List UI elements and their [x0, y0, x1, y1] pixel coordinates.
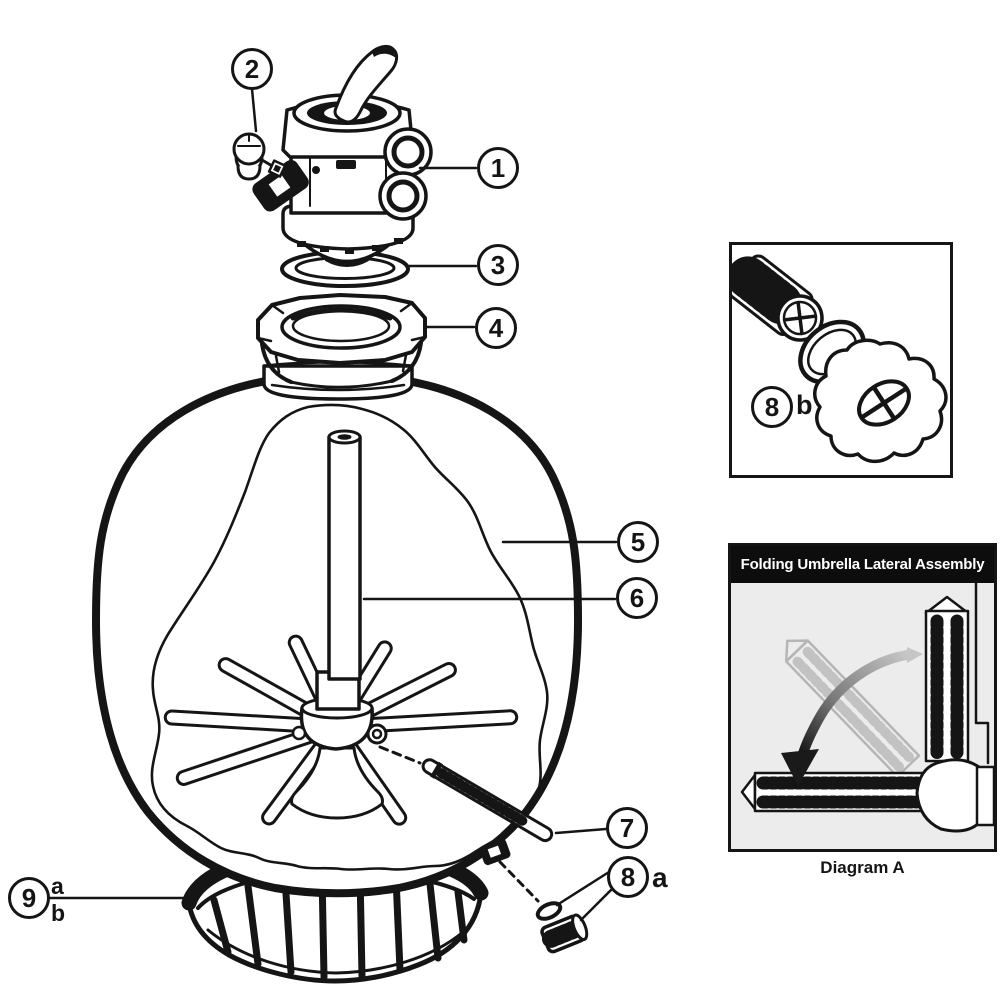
- drain-oring: [535, 901, 563, 921]
- callout-9-number: 9: [21, 883, 37, 913]
- callout-8b-inset-drain: 8: [751, 386, 793, 428]
- callout-2-pressure-gauge: 2: [231, 48, 273, 90]
- callout-5-number: 5: [630, 527, 646, 557]
- lateral-hub: [915, 758, 994, 833]
- flange-clamp-nut: [256, 293, 427, 389]
- drain-fitting: [479, 838, 511, 866]
- inset-title-bar: Folding Umbrella Lateral Assembly: [731, 546, 994, 583]
- callout-7-lateral: 7: [606, 807, 648, 849]
- inset-lateral-art: [731, 583, 994, 849]
- callout-7-number: 7: [619, 813, 635, 843]
- callout-8a-number: 8: [620, 862, 636, 892]
- fold-direction-arrow: [781, 647, 923, 786]
- drain-knob: [813, 338, 948, 464]
- callout-8a-drain: 8: [607, 856, 649, 898]
- dashed-line-drain: [498, 860, 540, 903]
- dashed-line-hub-to-lateral: [378, 745, 422, 765]
- callout-3-valve-oring: 3: [477, 244, 519, 286]
- umbrella-lateral-part: [421, 758, 554, 843]
- callout-5-tank: 5: [617, 521, 659, 563]
- inset-drain-cap-assembly: [726, 242, 953, 478]
- wall-pipe-lines: [974, 583, 990, 765]
- callout-8b-letter: b: [796, 390, 813, 420]
- inset-drain-art: [726, 254, 948, 464]
- lateral-spider: [163, 634, 519, 826]
- callout-3-number: 3: [490, 250, 506, 280]
- callout-2-number: 2: [244, 54, 260, 84]
- diagram-a-caption: Diagram A: [820, 858, 905, 877]
- callout-4-number: 4: [488, 313, 504, 343]
- callout-8b-number: 8: [764, 392, 780, 422]
- sand-outline: [150, 403, 549, 871]
- pressure-gauge: [232, 132, 287, 181]
- threaded-plug: [726, 254, 824, 342]
- callout-8a-letter: a: [652, 862, 668, 893]
- callout-9-base: 9: [8, 877, 50, 919]
- inset-title: Folding Umbrella Lateral Assembly: [740, 556, 985, 573]
- callout-6-number: 6: [629, 583, 645, 613]
- callout-6-standpipe: 6: [616, 577, 658, 619]
- callout-9-letter-a: a: [51, 873, 64, 899]
- callout-1-valve: 1: [477, 147, 519, 189]
- vertical-lateral: [924, 595, 970, 763]
- horizontal-lateral: [740, 771, 925, 813]
- inset-folding-umbrella-lateral-assembly: Folding Umbrella Lateral Assembly: [728, 543, 997, 852]
- callout-1-number: 1: [490, 153, 506, 183]
- callout-9-letter-b: b: [51, 900, 66, 926]
- hub-and-standpipe: [290, 429, 388, 820]
- multiport-valve: [252, 44, 433, 267]
- leader-lines: [47, 87, 618, 922]
- drain-cap: [540, 913, 589, 954]
- ghost-folded-lateral: [784, 639, 921, 778]
- callout-4-flange-clamp: 4: [475, 307, 517, 349]
